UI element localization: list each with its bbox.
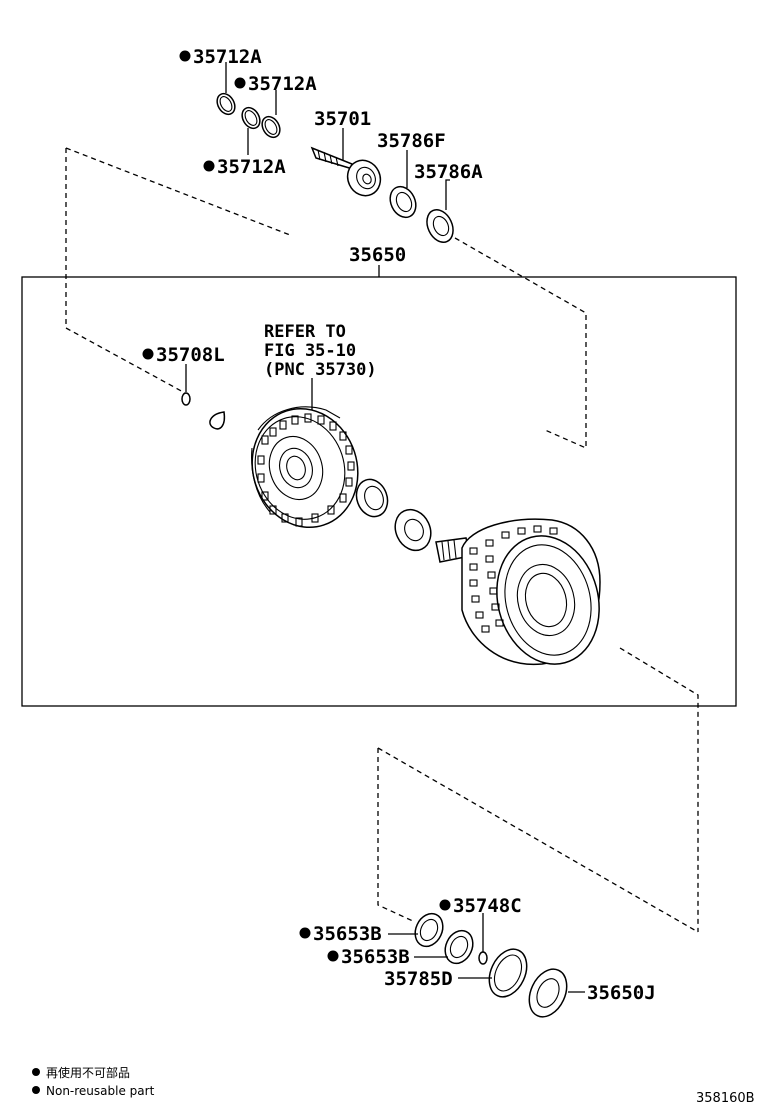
nonreusable-dot bbox=[234, 77, 246, 89]
label-35653b-a: 35653B bbox=[313, 923, 382, 945]
forward-clutch-drum bbox=[435, 518, 601, 666]
oring-35712a-top bbox=[216, 92, 236, 116]
legend-en: Non-reusable part bbox=[46, 1084, 155, 1098]
nonreusable-dot bbox=[179, 50, 191, 62]
nonreusable-dot bbox=[439, 899, 451, 911]
label-35650: 35650 bbox=[349, 244, 406, 266]
label-35708l: 35708L bbox=[156, 344, 225, 366]
ring-35653b-b bbox=[444, 929, 474, 965]
washer-35786a bbox=[426, 209, 454, 243]
projection-line-upper-right bbox=[454, 237, 587, 449]
projection-line-lower-diag bbox=[377, 747, 699, 933]
legend-dot bbox=[32, 1068, 40, 1076]
reference-line3: (PNC 35730) bbox=[264, 360, 377, 380]
projection-line-lower-left bbox=[377, 748, 416, 923]
washer-35650j bbox=[528, 968, 568, 1018]
shaft-35701 bbox=[310, 146, 382, 197]
ring-35653b-a bbox=[414, 912, 444, 948]
inner-bearing bbox=[355, 478, 389, 518]
label-35712a-low: 35712A bbox=[217, 156, 286, 178]
reference-line2: FIG 35-10 bbox=[264, 341, 356, 361]
bearing-35785d bbox=[488, 948, 528, 998]
leader-35786a bbox=[445, 179, 450, 210]
projection-line-upper bbox=[65, 148, 186, 394]
projection-line-lower bbox=[619, 647, 699, 932]
snap-ring bbox=[209, 411, 226, 430]
inner-washer bbox=[394, 508, 432, 552]
nonreusable-dot bbox=[203, 160, 215, 172]
label-35650j: 35650J bbox=[587, 982, 656, 1004]
legend-dot bbox=[32, 1086, 40, 1094]
label-35653b-b: 35653B bbox=[341, 946, 410, 968]
oring-35712a-mid bbox=[261, 115, 281, 139]
oring-35712a-low bbox=[241, 106, 261, 130]
label-35786f: 35786F bbox=[377, 130, 446, 152]
label-35712a-mid: 35712A bbox=[248, 73, 317, 95]
figure-id: 358160B bbox=[696, 1091, 755, 1106]
label-35748c: 35748C bbox=[453, 895, 522, 917]
nonreusable-dot bbox=[299, 927, 311, 939]
label-35786a: 35786A bbox=[414, 161, 483, 183]
legend-jp: 再使用不可部品 bbox=[46, 1065, 130, 1080]
oring-35708l bbox=[181, 392, 191, 406]
label-35701: 35701 bbox=[314, 108, 371, 130]
label-35712a-top: 35712A bbox=[193, 46, 262, 68]
clutch-drum bbox=[251, 406, 359, 529]
nonreusable-dot bbox=[142, 348, 154, 360]
oring-35748c bbox=[478, 951, 488, 965]
bearing-35786f bbox=[389, 185, 417, 219]
nonreusable-dot bbox=[327, 950, 339, 962]
label-35785d: 35785D bbox=[384, 968, 453, 990]
reference-line1: REFER TO bbox=[264, 322, 346, 342]
projection-line-upper-diag bbox=[65, 147, 291, 236]
